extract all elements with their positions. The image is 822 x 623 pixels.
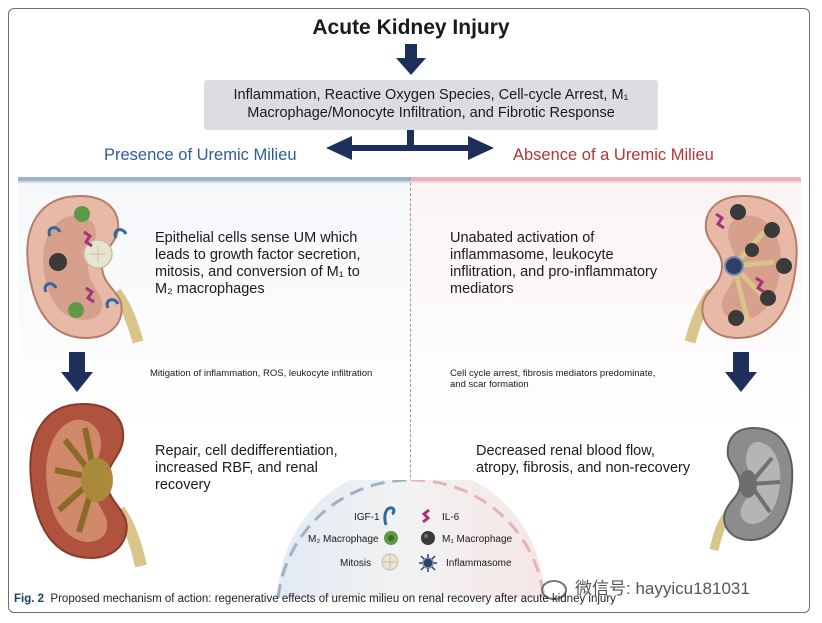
caption-text: Proposed mechanism of action: regenerati… <box>50 593 616 605</box>
presence-uremic-milieu-label: Presence of Uremic Milieu <box>104 146 297 164</box>
right-down-arrow-icon <box>725 352 757 392</box>
left-bottom-text-line-1: Repair, cell dedifferentiation, <box>155 443 338 459</box>
figure-caption: Fig. 2 Proposed mechanism of action: reg… <box>14 593 616 605</box>
il6-icon <box>421 508 431 524</box>
left-top-text-line-3: mitosis, and conversion of M₁ to <box>155 264 360 280</box>
split-arrow-icon <box>326 130 494 160</box>
left-top-text-line-4: M₂ macrophages <box>155 281 265 297</box>
left-top-text-line-2: leads to growth factor secretion, <box>155 247 361 263</box>
m1-macrophage-icon <box>421 531 435 545</box>
mitosis-icon <box>381 553 399 571</box>
figure-frame <box>8 8 810 613</box>
right-top-text-line-3: inflitration, and pro-inflammatory <box>450 264 658 280</box>
down-arrow-icon <box>396 44 426 75</box>
left-bottom-text: Repair, cell dedifferentiation, increase… <box>155 443 338 494</box>
inflamed-kidney-icon <box>684 194 798 344</box>
igf1-icon <box>383 506 396 526</box>
right-top-text-line-2: inflammasome, leukocyte <box>450 247 614 263</box>
left-panel-bar-light <box>18 181 411 183</box>
legend-mitosis-label: Mitosis <box>340 558 372 569</box>
wechat-icon <box>541 579 567 600</box>
right-bottom-text-line-2: atropy, fibrosis, and non-recovery <box>476 460 691 476</box>
absence-uremic-milieu-label: Absence of a Uremic Milieu <box>513 146 714 164</box>
legend-il6-label: IL-6 <box>442 512 460 523</box>
right-panel-bar <box>411 177 801 181</box>
injury-mechanisms-line-2: Macrophage/Monocyte Infiltration, and Fi… <box>247 105 615 121</box>
watermark-text: 微信号: hayyicu181031 <box>575 579 750 598</box>
right-top-text-line-1: Unabated activation of <box>450 230 595 246</box>
right-bottom-text-line-1: Decreased renal blood flow, <box>476 443 655 459</box>
left-bottom-text-line-2: increased RBF, and renal <box>155 460 318 476</box>
atrophied-kidney-icon <box>709 426 794 551</box>
legend-igf1-label: IGF-1 <box>354 512 380 523</box>
right-panel-bar-light <box>411 181 801 183</box>
legend-m2-label: M₂ Macrophage <box>308 534 379 545</box>
right-top-text-line-4: mediators <box>450 281 514 297</box>
caption-label: Fig. 2 <box>14 593 45 605</box>
legend-arc <box>276 480 546 598</box>
right-middle-text-line-1: Cell cycle arrest, fibrosis mediators pr… <box>450 368 656 379</box>
right-middle-text-line-2: and scar formation <box>450 379 529 390</box>
left-top-text-line-1: Epithelial cells sense UM which <box>155 230 358 246</box>
left-top-text: Epithelial cells sense UM which leads to… <box>155 230 361 298</box>
right-bottom-text: Decreased renal blood flow, atropy, fibr… <box>476 443 690 477</box>
left-panel-bar <box>18 177 411 181</box>
left-middle-text: Mitigation of inflammation, ROS, leukocy… <box>150 368 373 379</box>
right-top-text: Unabated activation of inflammasome, leu… <box>450 230 657 298</box>
diagram-title: Acute Kidney Injury <box>312 16 510 39</box>
legend-inflammasome-label: Inflammasome <box>446 558 512 569</box>
recovered-kidney-icon <box>29 402 147 568</box>
watermark: 微信号: hayyicu181031 <box>541 574 750 600</box>
left-down-arrow-icon <box>61 352 93 392</box>
m2-macrophage-icon <box>384 531 398 545</box>
inflammasome-icon <box>419 554 437 572</box>
injury-mechanisms-box: Inflammation, Reactive Oxygen Species, C… <box>204 80 658 130</box>
left-bottom-text-line-3: recovery <box>155 477 211 493</box>
right-middle-text: Cell cycle arrest, fibrosis mediators pr… <box>450 368 655 390</box>
injury-mechanisms-line-1: Inflammation, Reactive Oxygen Species, C… <box>233 87 629 103</box>
kidney-with-uremic-milieu-icon <box>26 194 144 344</box>
legend-m1-label: M₁ Macrophage <box>442 534 513 545</box>
center-divider <box>410 183 411 593</box>
